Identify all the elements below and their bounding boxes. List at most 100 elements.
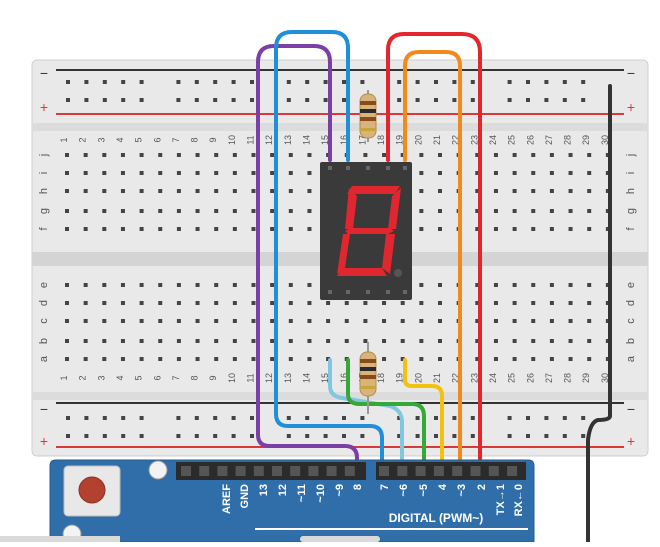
hole[interactable] — [475, 283, 480, 287]
hole[interactable] — [195, 227, 200, 231]
hole[interactable] — [382, 357, 387, 361]
hole[interactable] — [363, 319, 368, 323]
hole[interactable] — [438, 227, 442, 231]
hole[interactable] — [251, 171, 256, 175]
hole[interactable] — [512, 171, 517, 175]
hole[interactable] — [382, 301, 387, 305]
hole[interactable] — [382, 339, 387, 343]
hole[interactable] — [83, 301, 88, 305]
hole[interactable] — [568, 357, 573, 361]
hole[interactable] — [270, 319, 275, 323]
hole[interactable] — [305, 434, 310, 438]
hole[interactable] — [360, 80, 365, 84]
hole[interactable] — [400, 153, 405, 157]
hole[interactable] — [344, 339, 349, 343]
hole[interactable] — [549, 319, 554, 323]
header-pin-slot[interactable] — [488, 466, 499, 476]
hole[interactable] — [587, 319, 592, 323]
header-pin-slot[interactable] — [470, 466, 481, 476]
hole[interactable] — [214, 227, 219, 231]
hole[interactable] — [102, 209, 107, 213]
hole[interactable] — [512, 153, 517, 157]
hole[interactable] — [176, 171, 181, 175]
hole[interactable] — [251, 209, 256, 213]
hole[interactable] — [270, 357, 275, 361]
hole[interactable] — [139, 319, 144, 323]
hole[interactable] — [323, 80, 328, 84]
hole[interactable] — [251, 153, 256, 157]
hole[interactable] — [288, 189, 293, 193]
hole[interactable] — [323, 98, 328, 102]
hole[interactable] — [214, 339, 219, 343]
hole[interactable] — [288, 319, 293, 323]
hole[interactable] — [605, 357, 610, 361]
hole[interactable] — [419, 339, 424, 343]
hole[interactable] — [581, 80, 586, 84]
hole[interactable] — [251, 227, 256, 231]
hole[interactable] — [342, 98, 346, 102]
hole[interactable] — [213, 80, 218, 84]
hole[interactable] — [452, 434, 457, 438]
hole[interactable] — [65, 189, 69, 193]
hole[interactable] — [507, 416, 512, 420]
hole[interactable] — [549, 153, 554, 157]
hole[interactable] — [342, 434, 346, 438]
hole[interactable] — [512, 227, 517, 231]
hole[interactable] — [139, 434, 144, 438]
hole[interactable] — [493, 301, 498, 305]
hole[interactable] — [531, 357, 536, 361]
hole[interactable] — [400, 339, 405, 343]
hole[interactable] — [288, 171, 293, 175]
hole[interactable] — [120, 283, 125, 287]
hole[interactable] — [587, 227, 592, 231]
hole[interactable] — [605, 153, 610, 157]
hole[interactable] — [587, 301, 592, 305]
hole[interactable] — [83, 189, 88, 193]
hole[interactable] — [176, 319, 181, 323]
hole[interactable] — [270, 227, 275, 231]
hole[interactable] — [605, 283, 610, 287]
hole[interactable] — [270, 209, 275, 213]
hole[interactable] — [65, 227, 69, 231]
hole[interactable] — [286, 434, 291, 438]
hole[interactable] — [470, 434, 475, 438]
hole[interactable] — [102, 80, 107, 84]
hole[interactable] — [512, 209, 517, 213]
hole[interactable] — [194, 434, 199, 438]
hole[interactable] — [232, 227, 237, 231]
hole[interactable] — [493, 189, 498, 193]
hole[interactable] — [307, 209, 312, 213]
hole[interactable] — [65, 319, 69, 323]
hole[interactable] — [493, 209, 498, 213]
header-pin-slot[interactable] — [272, 466, 282, 476]
hole[interactable] — [66, 434, 70, 438]
hole[interactable] — [102, 339, 107, 343]
hole[interactable] — [512, 339, 517, 343]
wire-green[interactable] — [346, 358, 426, 472]
hole[interactable] — [568, 339, 573, 343]
hole[interactable] — [307, 339, 312, 343]
hole[interactable] — [438, 209, 442, 213]
header-pin-slot[interactable] — [507, 466, 518, 476]
hole[interactable] — [121, 434, 126, 438]
hole[interactable] — [231, 416, 236, 420]
hole[interactable] — [562, 416, 567, 420]
hole[interactable] — [139, 98, 144, 102]
hole[interactable] — [288, 339, 293, 343]
hole[interactable] — [65, 283, 69, 287]
header-pin-slot[interactable] — [433, 466, 444, 476]
wires-top[interactable] — [256, 30, 612, 544]
hole[interactable] — [83, 153, 88, 157]
hole[interactable] — [605, 319, 610, 323]
hole[interactable] — [195, 209, 200, 213]
hole[interactable] — [305, 80, 310, 84]
hole[interactable] — [102, 153, 107, 157]
hole[interactable] — [121, 98, 126, 102]
hole[interactable] — [568, 283, 573, 287]
hole[interactable] — [419, 319, 424, 323]
hole[interactable] — [139, 339, 144, 343]
hole[interactable] — [102, 283, 107, 287]
header-pin-slot[interactable] — [397, 466, 408, 476]
hole[interactable] — [288, 283, 293, 287]
hole[interactable] — [400, 357, 405, 361]
